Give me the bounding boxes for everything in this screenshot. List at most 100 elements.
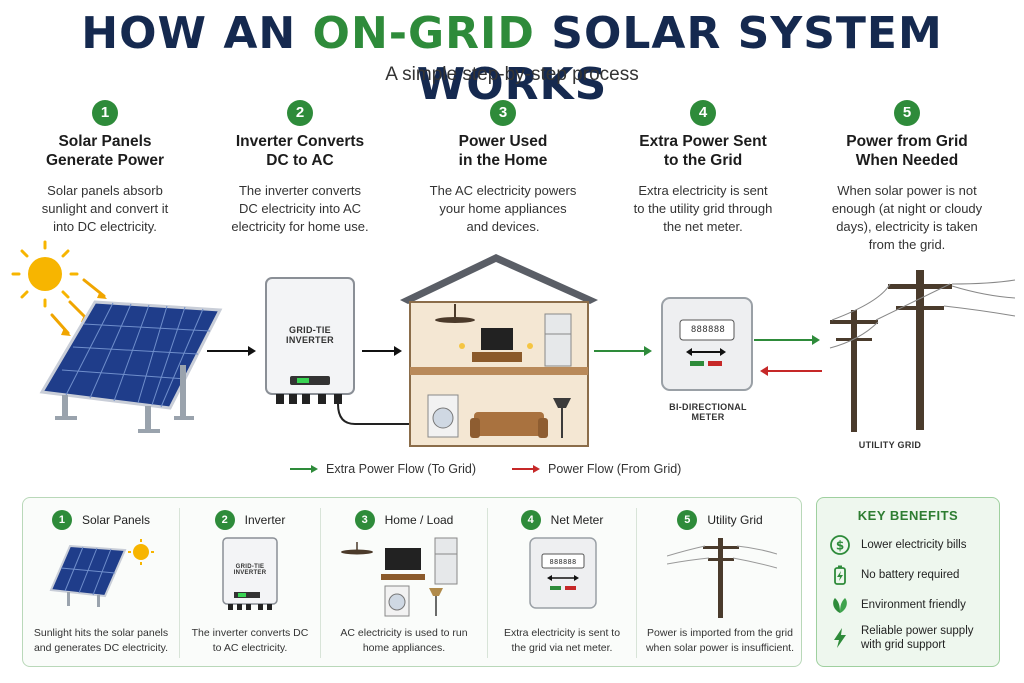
flow-arrow-dc-head	[248, 346, 256, 356]
fridge-icon	[434, 537, 458, 585]
solar-panel-icon	[49, 539, 154, 607]
title-part-2: SOLAR SYSTEM WORKS	[416, 8, 943, 110]
inverter-label: GRID-TIE INVERTER	[233, 564, 267, 576]
appliances-icon	[341, 537, 458, 617]
summary-label: Home / Load	[384, 513, 454, 527]
benefit-item: No battery required	[829, 564, 959, 586]
ceiling-fan-icon	[341, 542, 373, 555]
key-benefits-panel: KEY BENEFITS $ Lower electricity bills N…	[816, 497, 1000, 667]
summary-number: 1	[51, 510, 72, 530]
benefit-item: $ Lower electricity bills	[829, 534, 966, 556]
inverter-icon	[265, 277, 430, 425]
washing-machine-icon	[384, 585, 410, 617]
summary-panel: 1 Solar Panels Sunlight hits the solar pa…	[22, 497, 802, 667]
summary-label: Utility Grid	[707, 513, 763, 527]
sofa-icon	[470, 412, 548, 438]
tv-icon	[381, 548, 425, 580]
divider	[636, 508, 637, 658]
step-description: Extra electricity is sent to the utility…	[633, 183, 773, 234]
summary-description: Extra electricity is sent to the grid vi…	[503, 627, 621, 654]
divider	[179, 508, 180, 658]
summary-number: 2	[214, 510, 235, 530]
legend-label: Extra Power Flow (To Grid)	[326, 462, 477, 476]
benefit-item: Environment friendly	[829, 594, 966, 616]
step-description: The inverter converts DC electricity int…	[231, 183, 369, 234]
leaf-icon	[829, 594, 851, 616]
step-number: 1	[92, 100, 118, 126]
ceiling-fan-icon	[435, 304, 475, 323]
benefit-text: Reliable power supply with grid support	[861, 625, 974, 651]
summary-header: 4 Net Meter	[488, 510, 636, 530]
flow-arrow-from-grid-head	[760, 366, 768, 376]
summary-header: 2 Inverter	[180, 510, 320, 530]
meter-display: 888888	[549, 558, 577, 566]
step-1: 1 Solar Panels Generate Power Solar pane…	[10, 100, 200, 236]
benefit-item: Reliable power supply with grid support	[829, 624, 974, 652]
summary-number: 3	[354, 510, 375, 530]
lightning-icon	[829, 627, 851, 649]
step-title: Extra Power Sent to the Grid	[639, 133, 767, 169]
meter-label: BI-DIRECTIONAL METER	[669, 402, 747, 422]
title-highlight: ON-GRID	[312, 8, 535, 59]
meter-icon	[529, 537, 597, 609]
page-title: HOW AN ON-GRID SOLAR SYSTEM WORKS	[0, 8, 1024, 110]
red-arrow-icon	[512, 465, 540, 473]
floor-lamp-icon	[429, 588, 443, 616]
step-5: 5 Power from Grid When Needed When solar…	[812, 100, 1002, 254]
step-title: Inverter Converts DC to AC	[235, 133, 365, 169]
summary-item-meter: 4 Net Meter 888888 Extra electricity is s…	[488, 498, 636, 668]
step-number: 2	[287, 100, 313, 126]
system-illustration	[11, 240, 1016, 447]
step-description: Solar panels absorb sunlight and convert…	[41, 183, 169, 234]
summary-label: Net Meter	[550, 513, 604, 527]
washing-machine-icon	[427, 394, 459, 438]
legend-from-grid: Power Flow (From Grid)	[512, 462, 681, 476]
summary-number: 4	[520, 510, 541, 530]
benefits-title: KEY BENEFITS	[857, 508, 959, 523]
legend-label: Power Flow (From Grid)	[548, 462, 682, 476]
inverter-icon	[222, 537, 278, 610]
benefit-text: Lower electricity bills	[861, 539, 967, 551]
title-part-1: HOW AN	[81, 8, 313, 59]
summary-number: 5	[677, 510, 698, 530]
step-description: The AC electricity powers your home appl…	[429, 183, 577, 234]
step-title: Solar Panels Generate Power	[45, 133, 165, 169]
step-number: 3	[490, 100, 516, 126]
summary-header: 3 Home / Load	[321, 510, 487, 530]
svg-text:$: $	[836, 539, 844, 553]
utility-pole-icon	[667, 538, 777, 618]
summary-label: Inverter	[244, 513, 286, 527]
benefit-text: Environment friendly	[861, 599, 966, 611]
divider	[487, 508, 488, 658]
house-icon	[400, 254, 598, 447]
summary-item-grid: 5 Utility Grid Power is imported from the…	[637, 498, 803, 668]
meter-icon	[661, 297, 753, 391]
step-3: 3 Power Used in the Home The AC electric…	[408, 100, 598, 236]
benefit-text: No battery required	[861, 569, 960, 581]
floor-lamp-icon	[553, 398, 571, 438]
summary-item-solar: 1 Solar Panels Sunlight hits the solar pa…	[23, 498, 179, 668]
summary-description: Power is imported from the grid when sol…	[645, 627, 795, 654]
flow-arrow-to-meter-head	[644, 346, 652, 356]
step-2: 2 Inverter Converts DC to AC The inverte…	[205, 100, 395, 236]
tv-icon	[472, 328, 522, 362]
meter-display: 888888	[690, 325, 726, 335]
grid-label: UTILITY GRID	[858, 440, 922, 450]
summary-description: AC electricity is used to run home appli…	[340, 627, 468, 654]
flow-arrow-to-grid-head	[812, 335, 820, 345]
page-subtitle: A simple step-by-step process	[385, 64, 639, 85]
inverter-label: GRID-TIE INVERTER	[286, 325, 334, 345]
summary-item-home: 3 Home / Load AC electricity is used to r…	[321, 498, 487, 668]
solar-panel-icon	[39, 300, 223, 433]
step-number: 4	[690, 100, 716, 126]
battery-icon	[829, 564, 851, 586]
summary-description: Sunlight hits the solar panels and gener…	[33, 627, 169, 654]
legend-to-grid: Extra Power Flow (To Grid)	[290, 462, 476, 476]
step-4: 4 Extra Power Sent to the Grid Extra ele…	[608, 100, 798, 236]
utility-pole-icon	[829, 270, 1016, 432]
summary-label: Solar Panels	[81, 513, 151, 527]
step-title: Power Used in the Home	[458, 133, 548, 169]
fridge-icon	[544, 313, 572, 367]
step-title: Power from Grid When Needed	[846, 133, 968, 169]
